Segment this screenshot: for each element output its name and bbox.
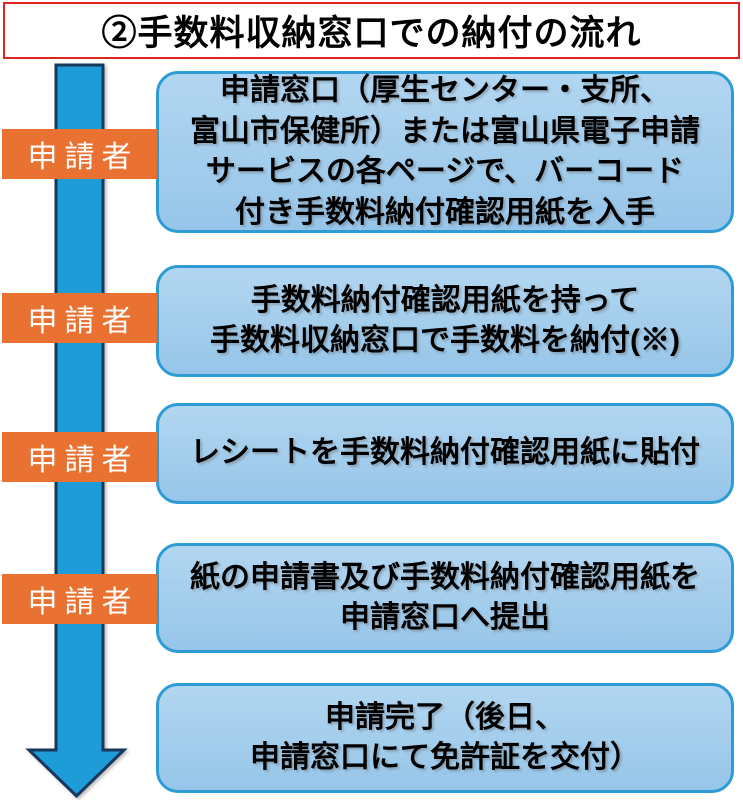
title-box: ②手数料収納窓口での納付の流れ — [3, 2, 740, 59]
actor-label-text: 申請者 — [27, 586, 139, 619]
step-box: 紙の申請書及び手数料納付確認用紙を 申請窓口へ提出 — [156, 543, 734, 653]
actor-label: 申請者 — [2, 293, 157, 343]
step-text: 紙の申請書及び手数料納付確認用紙を 申請窓口へ提出 — [190, 560, 700, 635]
actor-label-text: 申請者 — [27, 305, 139, 338]
step-text: 手数料納付確認用紙を持って 手数料収納窓口で手数料を納付(※) — [210, 283, 680, 358]
page-title: ②手数料収納窓口での納付の流れ — [101, 14, 642, 53]
actor-label: 申請者 — [2, 432, 157, 482]
actor-label: 申請者 — [2, 574, 157, 624]
actor-label: 申請者 — [2, 129, 157, 179]
actor-label-text: 申請者 — [27, 444, 139, 477]
step-box: 申請完了（後日、 申請窓口にて免許証を交付） — [156, 683, 734, 793]
step-text: 申請完了（後日、 申請窓口にて免許証を交付） — [250, 700, 640, 775]
step-text: 申請窓口（厚生センター・支所、 富山市保健所）または富山県電子申請 サービスの各… — [190, 74, 700, 229]
step-box: 申請窓口（厚生センター・支所、 富山市保健所）または富山県電子申請 サービスの各… — [156, 71, 734, 233]
step-text: レシートを手数料納付確認用紙に貼付 — [190, 436, 700, 470]
step-box: 手数料納付確認用紙を持って 手数料収納窓口で手数料を納付(※) — [156, 265, 734, 377]
actor-label-text: 申請者 — [27, 141, 139, 174]
step-box: レシートを手数料納付確認用紙に貼付 — [156, 403, 734, 504]
